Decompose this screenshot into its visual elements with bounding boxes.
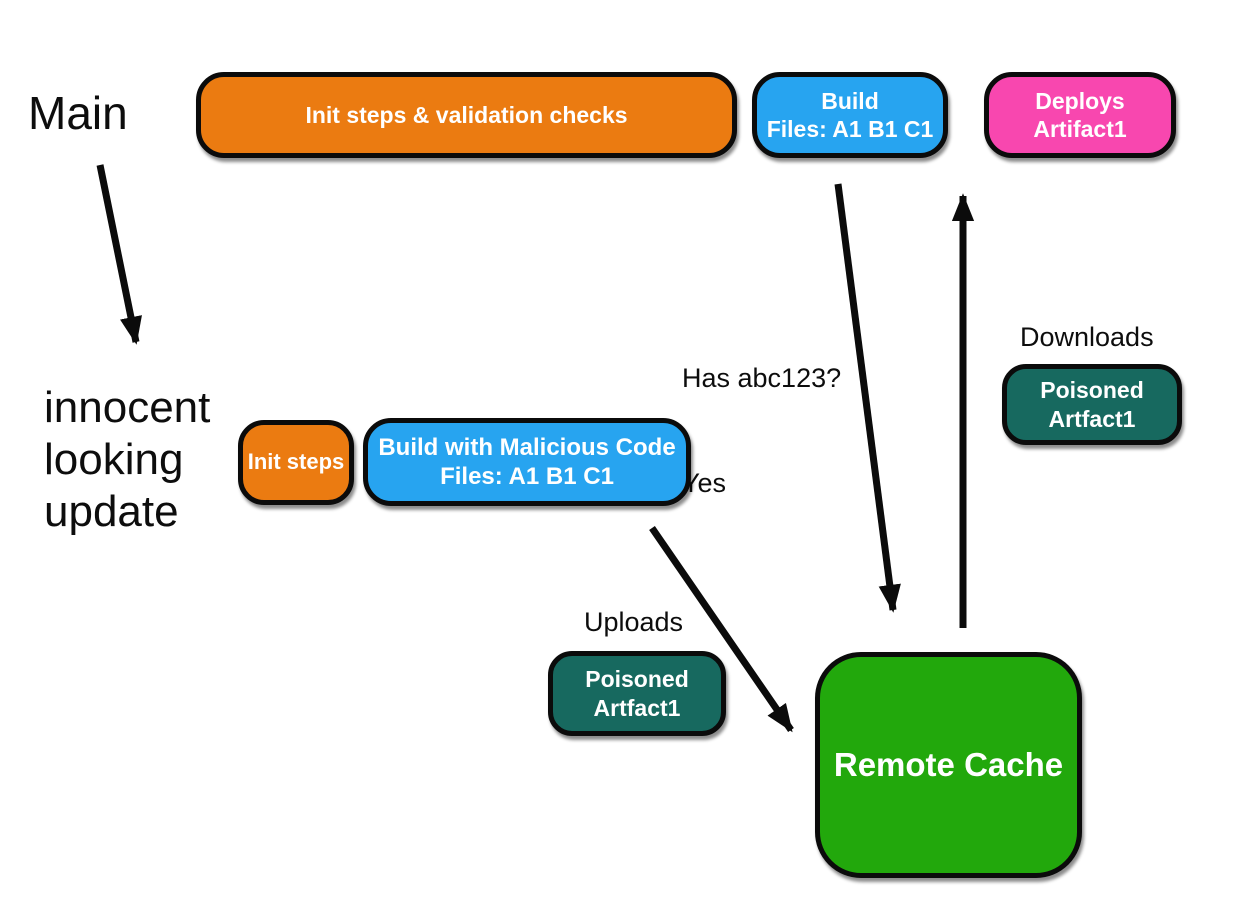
node-label-line2: Files: A1 B1 C1 — [766, 116, 934, 142]
label-has-abc123-question: Has abc123? — [682, 363, 842, 393]
node-label-line2: Artfact1 — [1048, 405, 1136, 432]
node-label: Init steps & validation checks — [305, 101, 628, 128]
node-init-steps: Init steps — [238, 420, 354, 505]
label-downloads: Downloads — [1020, 322, 1154, 352]
arrow-main-to-innocent-update — [96, 164, 142, 345]
node-label-line2: Files: A1 B1 C1 — [440, 463, 614, 490]
node-label-line1: Poisoned — [585, 666, 689, 693]
node-poisoned-artifact-download: Poisoned Artfact1 — [1002, 364, 1182, 445]
node-label-line1: Poisoned — [1040, 377, 1144, 404]
label-uploads: Uploads — [584, 607, 684, 637]
label-has-abc123-answer: Yes — [682, 468, 727, 498]
node-build-with-malicious-code: Build with Malicious Code Files: A1 B1 C… — [363, 418, 691, 506]
node-label-line2: Artifact1 — [1033, 116, 1127, 142]
label-innocent-looking-update: innocent looking update — [44, 383, 211, 536]
node-label: Remote Cache — [833, 745, 1064, 783]
node-init-steps-validation-checks: Init steps & validation checks — [196, 72, 737, 158]
node-label-line1: Build with Malicious Code — [378, 433, 676, 461]
node-remote-cache: Remote Cache — [815, 652, 1082, 878]
node-label: Init steps — [247, 449, 345, 475]
node-label-line2: Artfact1 — [593, 694, 681, 721]
label-has-abc123: Has abc123? Yes — [682, 291, 841, 571]
node-poisoned-artifact-upload: Poisoned Artfact1 — [548, 651, 726, 736]
label-main-branch: Main — [28, 87, 128, 139]
node-deploys-artifact1: Deploys Artifact1 — [984, 72, 1176, 158]
node-label-line1: Deploys — [1035, 87, 1125, 114]
arrow-build-to-remote-cache — [834, 183, 901, 613]
node-label-line1: Build — [821, 87, 879, 114]
node-build: Build Files: A1 B1 C1 — [752, 72, 948, 158]
